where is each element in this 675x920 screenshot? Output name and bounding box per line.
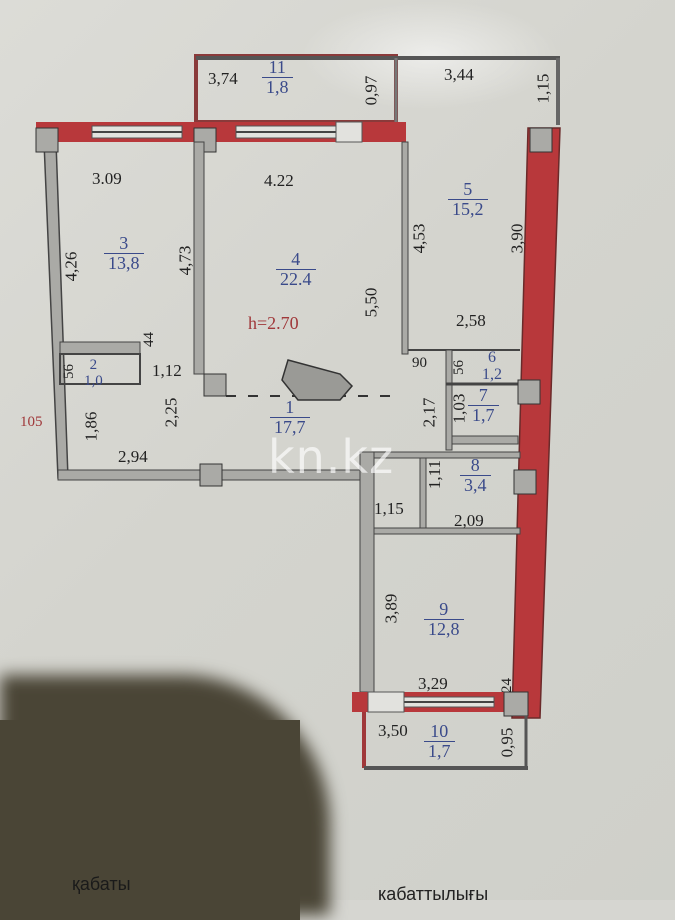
room-5-label: 5 15,2 xyxy=(448,180,488,219)
dim-label: 3,50 xyxy=(378,721,408,740)
dim-label: 2,25 xyxy=(161,397,181,428)
dim-label: 4.22 xyxy=(264,171,294,190)
dim-label: 3.09 xyxy=(92,169,122,188)
room-3-label: 3 13,8 xyxy=(104,234,144,273)
dim-label: 44 xyxy=(141,332,157,347)
dim-label: 56 xyxy=(61,364,77,379)
dim-label: 0,95 xyxy=(497,727,517,758)
dim-label: 2,09 xyxy=(454,511,484,530)
room-7-label: 7 1,7 xyxy=(468,386,499,425)
dim-label: 3,44 xyxy=(444,65,474,84)
dim-label: 0,97 xyxy=(361,75,381,106)
dim-label: 4,53 xyxy=(409,223,429,254)
dim-label: 1,03 xyxy=(449,393,469,424)
dim-label: 3,74 xyxy=(208,69,238,88)
room-6-label: 6 1,2 xyxy=(482,349,502,383)
dim-label: 3,90 xyxy=(507,223,527,254)
dim-label: 24 xyxy=(499,678,515,693)
dim-label: 2,94 xyxy=(118,447,148,466)
side-mark-label: 105 xyxy=(20,414,43,430)
room-4-label: 4 22.4 xyxy=(276,250,316,289)
dim-label: 1,15 xyxy=(374,499,404,518)
room-10-label: 10 1,7 xyxy=(424,722,455,761)
watermark: kn.kz xyxy=(268,430,395,484)
dim-label: 1,15 xyxy=(533,73,553,104)
floor-plan-drawing xyxy=(35,54,561,770)
room-9-label: 9 12,8 xyxy=(424,600,464,639)
dim-label: 4,73 xyxy=(175,245,195,276)
room-1-label: 1 17,7 xyxy=(270,398,310,437)
room-2-label: 2 1,0 xyxy=(84,357,103,389)
room-8-label: 8 3,4 xyxy=(460,456,491,495)
caption-left: қабаты xyxy=(72,874,131,894)
room-11-label: 11 1,8 xyxy=(262,58,293,97)
caption-right: кабаттылығы xyxy=(378,884,489,904)
dim-label: 3,29 xyxy=(418,674,448,693)
dim-label: 90 xyxy=(412,355,427,371)
dim-label: 56 xyxy=(451,360,467,375)
dim-label: 5,50 xyxy=(361,287,381,318)
dim-label: 1,86 xyxy=(81,411,101,442)
dim-label: 2,58 xyxy=(456,311,486,330)
finger-shadow-base xyxy=(0,720,300,920)
dim-label: 1,11 xyxy=(425,459,445,490)
ceiling-height-label: h=2.70 xyxy=(248,313,299,333)
dim-label: 1,12 xyxy=(152,361,182,380)
dim-label: 3,89 xyxy=(381,593,401,624)
dim-label: 4,26 xyxy=(61,251,81,282)
dim-label: 2,17 xyxy=(419,397,439,428)
